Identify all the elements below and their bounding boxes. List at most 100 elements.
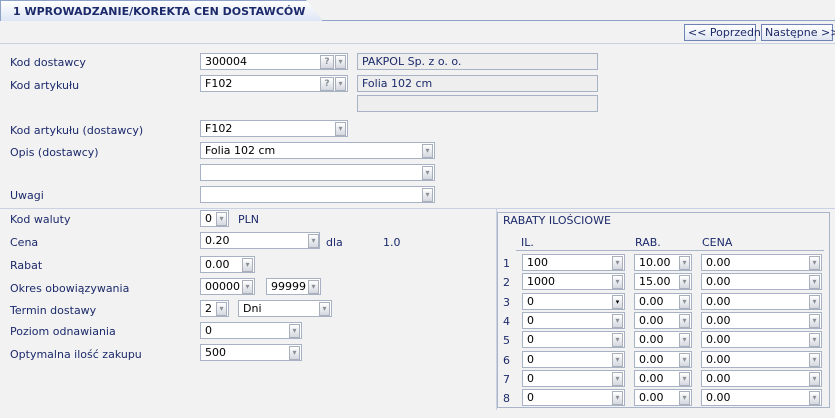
dropdown-icon[interactable]: ▾ — [242, 258, 253, 272]
col-header-rab: RAB. — [635, 236, 661, 249]
currency-name: PLN — [238, 213, 259, 226]
cena-input[interactable]: 0.00 — [701, 389, 822, 406]
il-input[interactable]: 100 — [522, 254, 625, 271]
dropdown-icon[interactable]: ▾ — [335, 122, 346, 136]
dropdown-icon[interactable]: ▾ — [422, 166, 433, 180]
cena-input[interactable]: 0.00 — [701, 293, 822, 310]
dropdown-icon[interactable]: ▾ — [809, 372, 820, 386]
optymalna-input[interactable]: 500 — [200, 344, 302, 361]
termin-label: Termin dostawy — [10, 304, 97, 317]
tab-wprowadzanie[interactable]: 1 WPROWADZANIE/KOREKTA CEN DOSTAWCÓW — [0, 0, 323, 21]
termin-unit-select[interactable]: Dni — [238, 300, 332, 317]
dropdown-icon[interactable]: ▾ — [679, 333, 690, 347]
dropdown-icon[interactable]: ▾ — [809, 275, 820, 289]
next-button[interactable]: Następne >> — [761, 24, 835, 41]
dropdown-icon[interactable]: ▾ — [289, 346, 300, 360]
dla-value: 1.0 — [383, 236, 401, 249]
dropdown-icon[interactable]: ▾ — [216, 302, 227, 316]
opis-dostawcy-input-2[interactable] — [200, 164, 435, 181]
dropdown-icon[interactable]: ▾ — [319, 302, 330, 316]
dropdown-icon[interactable]: ▾ — [809, 391, 820, 405]
section-vertical-divider — [496, 208, 497, 410]
dropdown-icon[interactable]: ▾ — [289, 324, 300, 338]
dropdown-icon[interactable]: ▾ — [422, 144, 433, 158]
dropdown-icon[interactable]: ▾ — [335, 77, 346, 91]
dropdown-icon[interactable]: ▾ — [612, 391, 623, 405]
uwagi-input[interactable] — [200, 186, 435, 203]
dropdown-icon[interactable]: ▾ — [809, 295, 820, 309]
dropdown-icon[interactable]: ▾ — [422, 188, 433, 202]
dropdown-icon[interactable]: ▾ — [612, 295, 623, 309]
cena-input[interactable]: 0.00 — [701, 312, 822, 329]
okres-to-input[interactable]: 99999 — [266, 278, 321, 295]
poziom-label: Poziom odnawiania — [10, 325, 116, 338]
cena-input[interactable]: 0.00 — [701, 254, 822, 271]
kod-dostawcy-input[interactable]: 300004 — [200, 53, 348, 70]
rab-input[interactable]: 0.00 — [634, 389, 692, 406]
rab-input[interactable]: 0.00 — [634, 293, 692, 310]
il-input[interactable]: 0 — [522, 370, 625, 387]
dropdown-icon[interactable]: ▾ — [679, 391, 690, 405]
lookup-icon[interactable]: ? — [320, 77, 334, 91]
kod-artykulu-dostawcy-label: Kod artykułu (dostawcy) — [10, 124, 144, 137]
lookup-icon[interactable]: ? — [320, 55, 334, 69]
il-input[interactable]: 0 — [522, 331, 625, 348]
rabaty-title: RABATY ILOŚCIOWE — [503, 214, 611, 227]
il-input[interactable]: 1000 — [522, 273, 625, 290]
il-input[interactable]: 0 — [522, 312, 625, 329]
rab-input[interactable]: 0.00 — [634, 370, 692, 387]
dropdown-icon[interactable]: ▾ — [242, 280, 253, 294]
rabat-input[interactable]: 0.00 — [200, 256, 255, 273]
dropdown-icon[interactable]: ▾ — [679, 275, 690, 289]
previous-button[interactable]: << Poprzedni — [684, 24, 764, 41]
row-number: 7 — [503, 373, 510, 386]
tab-underline — [322, 20, 835, 21]
cena-input[interactable]: 0.00 — [701, 331, 822, 348]
dropdown-icon[interactable]: ▾ — [335, 55, 346, 69]
dropdown-icon[interactable]: ▾ — [809, 314, 820, 328]
dropdown-icon[interactable]: ▾ — [612, 353, 623, 367]
dropdown-icon[interactable]: ▾ — [679, 353, 690, 367]
supplier-name-display: PAKPOL Sp. z o. o. — [357, 53, 598, 70]
opis-dostawcy-input[interactable]: Folia 102 cm — [200, 142, 435, 159]
dropdown-icon[interactable]: ▾ — [679, 372, 690, 386]
rab-input[interactable]: 0.00 — [634, 312, 692, 329]
rab-input[interactable]: 15.00 — [634, 273, 692, 290]
dropdown-icon[interactable]: ▾ — [308, 280, 319, 294]
row-number: 3 — [503, 296, 510, 309]
dropdown-icon[interactable]: ▾ — [679, 314, 690, 328]
rabat-label: Rabat — [10, 259, 43, 272]
kod-artykulu-input[interactable]: F102 — [200, 75, 348, 92]
cena-input[interactable]: 0.00 — [701, 370, 822, 387]
dropdown-icon[interactable]: ▾ — [679, 256, 690, 270]
dropdown-icon[interactable]: ▾ — [809, 353, 820, 367]
il-input[interactable]: 0 — [522, 389, 625, 406]
optymalna-label: Optymalna ilość zakupu — [10, 348, 142, 361]
il-input[interactable]: 0 — [522, 351, 625, 368]
article-name-display: Folia 102 cm — [357, 75, 598, 92]
poziom-input[interactable]: 0 — [200, 322, 302, 339]
dropdown-icon[interactable]: ▾ — [216, 212, 227, 226]
cena-input[interactable]: 0.20 — [200, 232, 320, 249]
rab-input[interactable]: 10.00 — [634, 254, 692, 271]
il-input[interactable]: 0 — [522, 293, 625, 310]
dropdown-icon[interactable]: ▾ — [612, 372, 623, 386]
cena-input[interactable]: 0.00 — [701, 273, 822, 290]
kod-artykulu-dostawcy-input[interactable]: F102 — [200, 120, 348, 137]
dropdown-icon[interactable]: ▾ — [612, 314, 623, 328]
dropdown-icon[interactable]: ▾ — [612, 256, 623, 270]
rab-input[interactable]: 0.00 — [634, 351, 692, 368]
dropdown-icon[interactable]: ▾ — [679, 295, 690, 309]
okres-label: Okres obowiązywania — [10, 282, 130, 295]
cena-label: Cena — [10, 236, 39, 249]
rab-input[interactable]: 0.00 — [634, 331, 692, 348]
dropdown-icon[interactable]: ▾ — [308, 234, 319, 248]
okres-from-input[interactable]: 00000 — [200, 278, 255, 295]
dropdown-icon[interactable]: ▾ — [612, 275, 623, 289]
cena-input[interactable]: 0.00 — [701, 351, 822, 368]
kod-artykulu-label: Kod artykułu — [10, 79, 80, 92]
dropdown-icon[interactable]: ▾ — [809, 333, 820, 347]
dropdown-icon[interactable]: ▾ — [612, 333, 623, 347]
dropdown-icon[interactable]: ▾ — [809, 256, 820, 270]
row-number: 2 — [503, 276, 510, 289]
